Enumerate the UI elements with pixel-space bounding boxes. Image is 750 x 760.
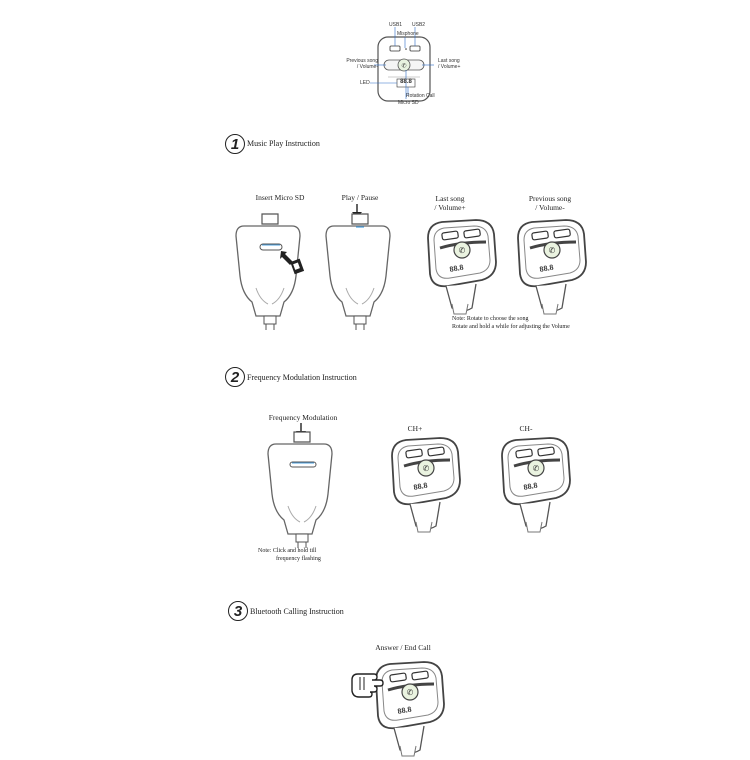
ch-minus-label: CH-	[519, 424, 533, 433]
device-insert-sd	[235, 213, 301, 331]
section2-number: 2	[225, 367, 245, 387]
previous-song-label: Previous song / Volume-	[528, 194, 572, 212]
section3-number: 3	[228, 601, 248, 621]
top-diagram: ✆ 88.8 USB1 USB2 Misphone Previous song …	[340, 15, 470, 110]
device-last-song	[426, 218, 498, 316]
display-readout: 88.8	[400, 79, 412, 85]
device-previous-song	[516, 218, 588, 316]
microphone-label: Misphone	[397, 31, 419, 37]
top-device-face: ✆	[370, 27, 434, 102]
section1-number: 1	[225, 134, 245, 154]
rotation-call-label: Rotation Call	[406, 93, 435, 99]
last-song-label: Last song / Volume+	[438, 58, 461, 70]
answer-end-call-label: Answer / End Call	[375, 643, 431, 652]
sd-card-arrow	[280, 251, 305, 275]
device-freq-mod	[267, 431, 333, 549]
device-ch-plus	[390, 436, 462, 534]
device-ch-minus	[500, 436, 572, 534]
svg-text:✆: ✆	[401, 63, 406, 70]
section2-note-line2: frequency flashing	[276, 556, 321, 562]
section1-note-line1: Note: Rotate to choose the song	[452, 316, 529, 322]
section1-title: Music Play Instruction	[247, 139, 320, 148]
usb1-label: USB1	[389, 22, 403, 28]
ch-plus-label: CH+	[407, 424, 423, 433]
micro-sd-label: Micro SD	[398, 100, 419, 106]
section2-note-line1: Note: Click and hold till	[258, 548, 317, 554]
section1-note-line2: Rotate and hold a while for adjusting th…	[452, 324, 570, 330]
led-label: LED	[360, 80, 370, 86]
device-play-pause	[325, 213, 391, 331]
previous-song-label: Previous song / Volume-	[346, 58, 378, 70]
play-pause-label: Play / Pause	[341, 193, 379, 202]
section3-title: Bluetooth Calling Instruction	[250, 607, 344, 616]
last-song-label: Last song / Volume+	[434, 194, 466, 212]
pointing-hand-icon	[351, 673, 384, 698]
section2-title: Frequency Modulation Instruction	[247, 373, 357, 382]
freq-mod-label: Frequency Modulation	[268, 413, 338, 422]
usb2-label: USB2	[412, 22, 426, 28]
insert-sd-label: Insert Micro SD	[255, 193, 305, 202]
